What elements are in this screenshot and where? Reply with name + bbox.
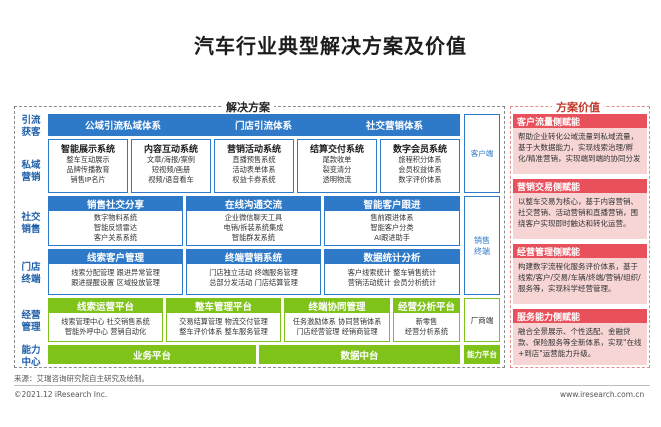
row-label-store-terminal: 门店终端 [21, 262, 41, 285]
row-label-operations: 经营管理 [21, 310, 41, 333]
vendor-end-box: 厂商端 [464, 298, 500, 342]
operations-box: 终端协同管理 任务激励体系 协同营销体系 门店经营管理 经销商管理 [284, 298, 390, 342]
operations-box: 经营分析平台 新零售 经营分析系统 [393, 298, 460, 342]
value-item-body: 以整车交易为核心，基于内容营销、社交营销、活动营销和直播营销，围绕客户实现即时触… [513, 193, 647, 239]
acquisition-item: 门店引流体系 [234, 121, 292, 132]
acquisition-item: 公域引流私域体系 [84, 121, 161, 132]
value-item-body: 帮助企业转化公域流量到私域流量，基于大数据能力，实现线索治理/孵化/精准营销，实… [513, 128, 647, 174]
page-title: 汽车行业典型解决方案及价值 [194, 34, 467, 58]
store-terminal-box: 线索客户管理 线索分配管理 跟进异常管理 跟进提醒设置 区域投放管理 [48, 249, 183, 295]
marketing-box: 数字会员系统 旅程积分体系 会员权益体系 数字评价体系 [380, 139, 460, 193]
capability-platform-box: 能力平台 [464, 345, 500, 364]
acquisition-bar: 公域引流私域体系 门店引流体系 社交营销体系 [48, 114, 460, 136]
business-platform-bar: 业务平台 [48, 345, 256, 364]
store-terminal-box: 终端营销系统 门店独立活动 终端服务管理 总部分发活动 门店结算管理 [186, 249, 321, 295]
row-label-acquisition: 引流获客 [21, 115, 41, 138]
row-label-private-marketing: 私域营销 [21, 160, 41, 183]
social-sales-box: 在线沟通交流 企业微信聊天工具 电销/拆装系统集成 智能群发系统 [186, 196, 321, 246]
footer-divider [14, 385, 650, 386]
value-item-header: 营销交易侧赋能 [513, 179, 647, 193]
marketing-box: 营销活动系统 直播预售系统 活动表单体系 权益卡券系统 [214, 139, 294, 193]
customer-end-box: 客户端 [464, 114, 500, 193]
solution-section-label: 解决方案 [222, 99, 274, 115]
value-section-label: 方案价值 [552, 99, 604, 115]
value-item-header: 服务能力侧赋能 [513, 309, 647, 323]
social-sales-box: 销售社交分享 数字物料系统 智能反馈雷达 客户关系系统 [48, 196, 183, 246]
website: www.iresearch.com.cn [560, 390, 645, 399]
value-item-header: 客户流量侧赋能 [513, 114, 647, 128]
source-note: 来源：艾瑞咨询研究院自主研究及绘制。 [14, 374, 149, 383]
sales-end-box: 销售终端 [464, 196, 500, 295]
operations-box: 整车管理平台 交易结算管理 物流交付管理 整车评价体系 整车服务管理 [166, 298, 281, 342]
marketing-box: 内容互动系统 文章/海报/案例 短视频/画册 视频/语音看车 [131, 139, 211, 193]
marketing-box: 结算交付系统 尾款收单 裂变清分 透明物流 [297, 139, 377, 193]
row-label-capability: 能力中心 [21, 345, 41, 368]
value-item-header: 经营管理侧赋能 [513, 244, 647, 258]
store-terminal-box: 数据统计分析 客户线索统计 整车销售统计 营销活动统计 会员分析统计 [324, 249, 460, 295]
value-item-body: 构建数字流程化服务评价体系，基于线索/客户/交易/车辆/终端/营销/组织/服务等… [513, 258, 647, 304]
value-item-body: 融合全景展示、个性选配、金融贷款、保险服务等全新体系，实现"在线+到店"运营能力… [513, 323, 647, 365]
data-platform-bar: 数据中台 [259, 345, 460, 364]
operations-box: 线索运营平台 线索管理中心 社交销售系统 智能外呼中心 营销自动化 [48, 298, 163, 342]
copyright: ©2021.12 iResearch Inc. [14, 390, 108, 399]
social-sales-box: 智能客户跟进 售前跟进体系 智能客户分类 AI跟进助手 [324, 196, 460, 246]
marketing-box: 智能展示系统 整车互动展示 品牌传播教育 销售IP名片 [48, 139, 128, 193]
acquisition-item: 社交营销体系 [365, 121, 423, 132]
row-label-social-sales: 社交销售 [21, 212, 41, 235]
